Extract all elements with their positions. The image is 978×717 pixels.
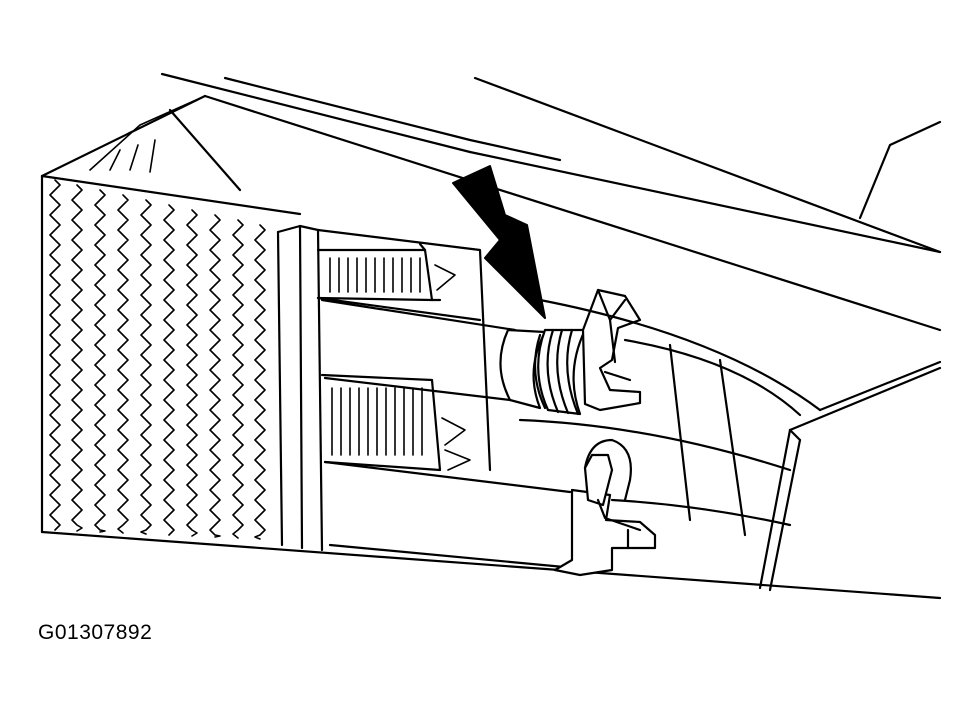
heater-core-tank: [316, 228, 492, 472]
core-top-edge: [109, 139, 156, 173]
fin-line: [117, 194, 129, 534]
lower-heater-hose: [323, 438, 657, 577]
fin-line: [71, 184, 83, 532]
fin-line: [163, 204, 175, 536]
arrow-icon: [452, 165, 546, 319]
fin-line: [232, 219, 244, 539]
heater-core-fins: [49, 139, 266, 540]
fin-line: [209, 214, 221, 538]
fin-line: [186, 209, 198, 537]
upper-heater-hose: [320, 298, 554, 412]
figure-id-label: G01307892: [38, 621, 153, 644]
fin-line: [140, 199, 152, 535]
housing-right-bracket: [518, 298, 942, 592]
fin-line: [94, 189, 106, 533]
fin-line: [49, 179, 61, 531]
housing-upper-lines: [40, 72, 942, 332]
fin-line: [254, 224, 266, 540]
upper-hose-clamp: [537, 288, 642, 416]
